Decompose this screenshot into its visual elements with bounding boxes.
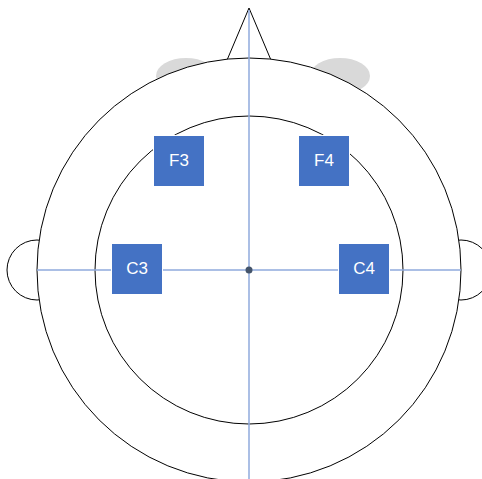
midline: [248, 10, 250, 479]
electrode-box: C3: [111, 243, 163, 295]
center-dot: [246, 267, 253, 274]
electrode-box: C4: [338, 243, 390, 295]
electrode-box: F4: [298, 135, 350, 187]
electrode-box: F3: [153, 135, 205, 187]
electrode-label: F3: [169, 152, 189, 171]
electrode-label: C4: [353, 260, 375, 279]
electrode-label: F4: [314, 152, 334, 171]
electrode-label: C3: [126, 260, 148, 279]
